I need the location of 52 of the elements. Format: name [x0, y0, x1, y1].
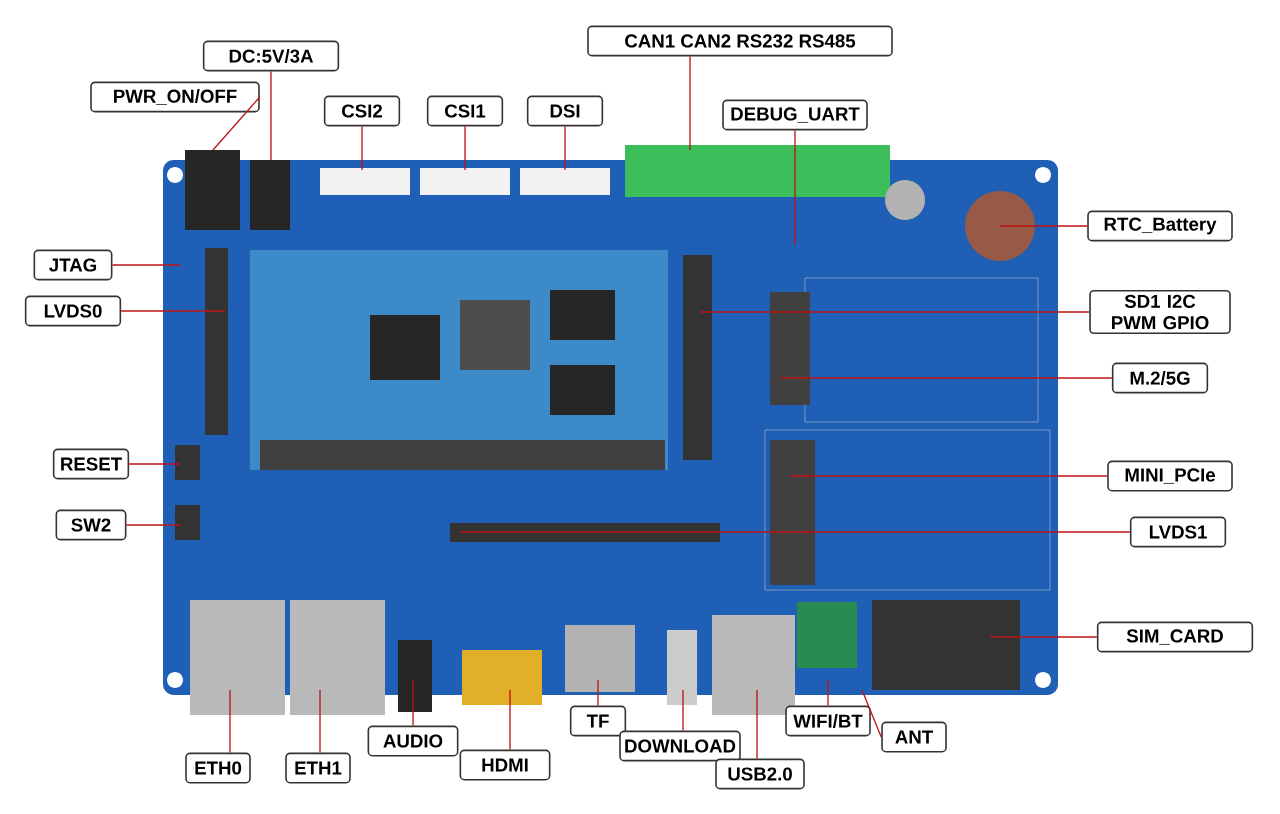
leader-line — [597, 679, 599, 707]
callout-label: JTAG — [33, 249, 113, 281]
callout-label: SD1 I2C PWM GPIO — [1089, 289, 1231, 335]
leader-line — [229, 689, 231, 754]
leader-line — [120, 310, 226, 312]
leader-line — [459, 531, 1131, 533]
callout-label: M.2/5G — [1111, 362, 1209, 394]
callout-label: MINI_PCIe — [1107, 460, 1233, 492]
callout-label: ETH0 — [185, 752, 251, 784]
callout-label: AUDIO — [367, 725, 459, 757]
callout-label: RESET — [52, 448, 130, 480]
callout-label: LVDS0 — [24, 295, 122, 327]
leader-line — [125, 524, 181, 526]
callout-label: TF — [569, 705, 627, 737]
leader-line — [789, 475, 1108, 477]
callout-label: DEBUG_UART — [722, 99, 868, 131]
callout-label: SW2 — [55, 509, 127, 541]
leader-line — [779, 377, 1113, 379]
callout-label: DSI — [526, 95, 604, 127]
leader-line — [999, 225, 1088, 227]
leader-line — [699, 311, 1090, 313]
callout-label: SIM_CARD — [1096, 621, 1254, 653]
callout-label: DC:5V/3A — [202, 40, 340, 72]
leader-line — [756, 689, 758, 760]
leader-line — [689, 55, 691, 151]
leader-line — [111, 264, 181, 266]
leader-line — [564, 125, 566, 171]
leader-line — [270, 70, 272, 161]
callout-label: PWR_ON/OFF — [90, 81, 260, 113]
callout-label: LVDS1 — [1129, 516, 1227, 548]
leader-line — [212, 96, 261, 151]
callout-label: ANT — [881, 721, 947, 753]
callout-label: RTC_Battery — [1087, 210, 1233, 242]
leader-line — [128, 463, 181, 465]
leader-line — [989, 636, 1098, 638]
callout-label: CAN1 CAN2 RS232 RS485 — [587, 25, 893, 57]
leader-line — [682, 689, 684, 732]
callout-label: CSI2 — [323, 95, 401, 127]
leader-line — [319, 689, 321, 754]
leader-line — [412, 679, 414, 727]
callout-label: DOWNLOAD — [619, 730, 741, 762]
leader-line — [509, 689, 511, 751]
leader-line — [361, 125, 363, 171]
callout-label: ETH1 — [285, 752, 351, 784]
callout-label: CSI1 — [426, 95, 504, 127]
callout-label: USB2.0 — [715, 758, 805, 790]
callout-label: HDMI — [459, 749, 551, 781]
leader-line — [794, 129, 796, 246]
callout-label: WIFI/BT — [785, 705, 871, 737]
leader-line — [861, 689, 882, 738]
leader-line — [464, 125, 466, 171]
leader-line — [827, 679, 829, 707]
